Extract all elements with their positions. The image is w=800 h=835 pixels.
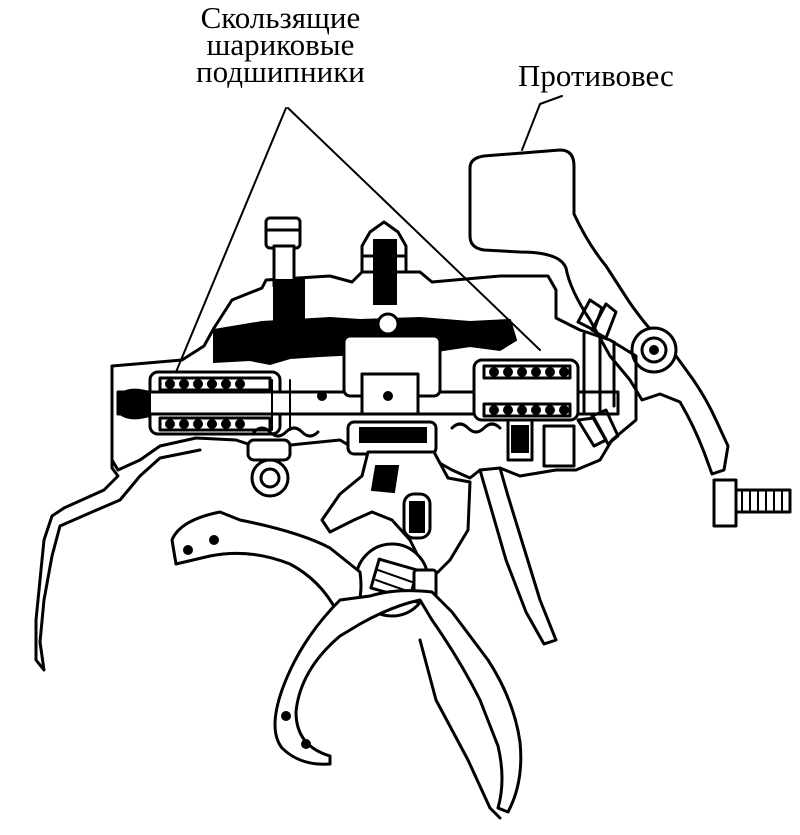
label-counterweight: Противовес xyxy=(518,58,674,93)
shift-lever-arm xyxy=(320,450,472,582)
leader-lines xyxy=(175,95,563,373)
shift-fork-right-tip xyxy=(418,638,502,820)
housing-left-bracket xyxy=(34,418,202,672)
shift-fork-main-pads xyxy=(281,711,311,749)
selector-lever-block xyxy=(317,312,442,456)
leader-line-counterweight xyxy=(521,95,563,151)
right-sliding-ball-bearing xyxy=(472,358,580,422)
lower-right-bolt xyxy=(506,418,576,468)
label-line-1: Скользящие xyxy=(200,0,361,35)
counterweight-pivot xyxy=(630,326,678,374)
return-spring-stack xyxy=(576,298,620,448)
shift-lever-insert xyxy=(370,465,432,540)
shift-fork-main xyxy=(273,589,523,814)
housing-right-stem xyxy=(478,466,558,646)
shift-fork-left-pads xyxy=(183,535,219,555)
leader-line-left-bearing xyxy=(175,107,287,373)
label-sliding-ball-bearings: Скользящие шариковые подшипники xyxy=(196,0,365,89)
shaft-left-end-cap xyxy=(117,388,151,420)
label-line-2: шариковые xyxy=(206,27,355,62)
detent-plunger-left xyxy=(264,216,305,333)
leader-line-right-bearing xyxy=(287,107,541,351)
lower-detent-spring xyxy=(252,422,502,438)
label-line-3: подшипники xyxy=(196,54,365,89)
bolt-right xyxy=(712,478,792,528)
lower-left-pin xyxy=(246,438,292,498)
detent-plunger-center xyxy=(360,220,408,305)
